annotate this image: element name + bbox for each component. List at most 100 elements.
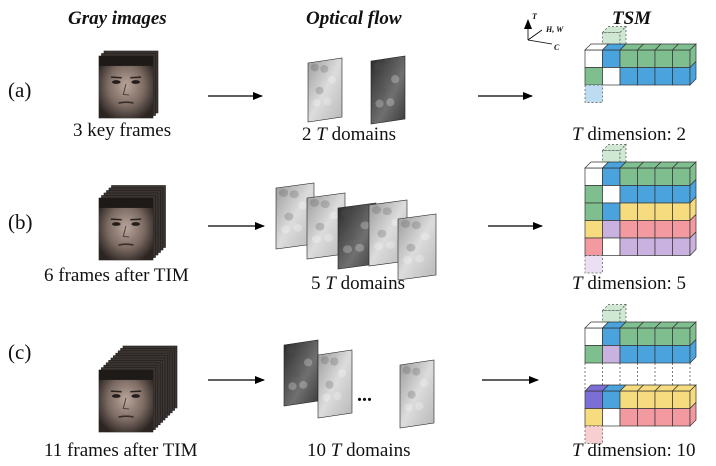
frames-caption-a: 3 key frames <box>73 120 172 141</box>
row-label-a: (a) <box>8 78 32 102</box>
tsm-caption-b: T dimension: 5 <box>572 273 686 295</box>
tsm-cell-a1-4 <box>654 67 673 86</box>
tsm-cell-b1-4 <box>654 185 673 204</box>
axis-c-label: C <box>554 43 560 52</box>
axis-hw-label: H, W <box>546 25 564 34</box>
tsm-cell-b3-1 <box>602 220 621 239</box>
tsm-cell-b3-4 <box>654 220 673 239</box>
tsm-cell-a0-0 <box>584 43 610 68</box>
domains-count-c: 10 <box>307 440 326 461</box>
tsm-cell-c3-4 <box>654 408 673 427</box>
tsm-cell-c3-3 <box>637 408 656 427</box>
tsm-cell-b1-1 <box>602 185 621 204</box>
optical-flow-panels <box>275 55 437 429</box>
tsm-blocks <box>584 25 697 444</box>
tsm-cell-c3-1 <box>602 408 621 427</box>
tsm-cell-c1-4 <box>654 345 673 364</box>
tsm-cell-c0-2 <box>619 321 645 346</box>
tsm-cell-b2-1 <box>602 202 621 221</box>
tsm-cell-c3-0 <box>584 408 603 427</box>
t-symbol-a1: T <box>316 124 327 145</box>
tsm-caption-a: T dimension: 2 <box>572 124 686 146</box>
tsm-cell-b2-5 <box>672 196 697 222</box>
tsm-cell-b1-0 <box>584 185 603 204</box>
tsm-cell-b4-0 <box>584 237 603 256</box>
tsm-cell-b4-4 <box>654 237 673 256</box>
face-frame-a-0 <box>98 55 154 119</box>
tsm-cell-c3-2 <box>619 408 638 427</box>
tsm-cell-b2-0 <box>584 202 603 221</box>
domains-caption-a: 2 T domains <box>302 124 396 146</box>
tsm-dimension-c: dimension: 10 <box>587 440 696 461</box>
tsm-cell-a0-1 <box>601 43 627 68</box>
tsm-cell-b1-2 <box>619 185 638 204</box>
face-frame-c-0 <box>98 369 154 433</box>
tsm-cell-b3-2 <box>619 220 638 239</box>
flow-panel-b4 <box>368 199 408 267</box>
row-label-c: (c) <box>8 340 32 364</box>
tsm-ghost-bottom-c <box>584 425 603 444</box>
flow-panel-a2 <box>370 55 406 125</box>
tsm-cell-b0-3 <box>636 161 662 186</box>
flow-panel-c1 <box>283 339 319 407</box>
t-symbol-c1: T <box>330 440 342 461</box>
tsm-cell-a1-3 <box>637 67 656 86</box>
t-symbol-a2: T <box>572 124 583 145</box>
header-gray-images: Gray images <box>68 8 167 29</box>
flow-panel-c2 <box>317 349 353 419</box>
tsm-cell-b0-4 <box>654 161 680 186</box>
tsm-cell-b1-5 <box>672 178 697 204</box>
ellipsis: ... <box>357 384 372 406</box>
tsm-cell-b4-1 <box>602 237 621 256</box>
flow-panel-b5 <box>397 213 437 281</box>
tsm-cell-b2-4 <box>654 202 673 221</box>
tsm-cell-b4-3 <box>637 237 656 256</box>
tsm-cell-c1-3 <box>637 345 656 364</box>
tsm-cell-b3-3 <box>637 220 656 239</box>
tsm-cell-c1-5 <box>672 338 697 364</box>
face-frame-b-0 <box>98 197 154 261</box>
tsm-cell-b4-2 <box>619 237 638 256</box>
domains-word-c: domains <box>346 440 411 461</box>
tsm-cell-b4-5 <box>672 231 697 257</box>
tsm-cell-b1-3 <box>637 185 656 204</box>
tsm-cell-c1-0 <box>584 345 603 364</box>
tsm-dimension-a: dimension: 2 <box>587 124 687 145</box>
tsm-cell-a1-0 <box>584 67 603 86</box>
header-optical-flow: Optical flow <box>306 8 402 29</box>
domains-caption-b: 5 T domains <box>311 273 405 295</box>
flow-panel-a1 <box>307 57 343 123</box>
gray-image-stacks <box>98 50 178 433</box>
tsm-cell-a1-2 <box>619 67 638 86</box>
tsm-dimension-b: dimension: 5 <box>587 273 687 294</box>
t-symbol-b2: T <box>572 273 583 294</box>
tsm-cell-a0-5 <box>671 43 697 69</box>
tsm-cell-c1-1 <box>602 345 621 364</box>
tsm-cell-b2-3 <box>637 202 656 221</box>
flow-panel-b1 <box>275 182 315 250</box>
header-tsm: TSM <box>612 8 652 29</box>
tsm-cell-b0-0 <box>584 161 610 186</box>
tsm-cell-c2-1 <box>601 384 627 409</box>
tsm-ghost-bottom-b <box>584 255 603 274</box>
axis-t-label: T <box>532 12 537 21</box>
flow-panel-b2 <box>306 192 346 260</box>
tsm-cell-a1-1 <box>602 67 621 86</box>
tsm-cell-c0-1 <box>601 321 627 346</box>
flow-panel-b3 <box>337 202 377 270</box>
tsm-cell-a1-5 <box>672 60 697 86</box>
domains-count-a: 2 <box>302 124 312 145</box>
tsm-cell-b2-2 <box>619 202 638 221</box>
domains-word-b: domains <box>340 273 405 294</box>
tsm-cell-c1-2 <box>619 345 638 364</box>
frames-caption-b: 6 frames after TIM <box>44 265 189 286</box>
row-label-b: (b) <box>8 210 33 234</box>
flow-panel-c3 <box>399 359 435 429</box>
tsm-cell-c2-5 <box>671 384 697 410</box>
tsm-cell-c0-5 <box>671 321 697 347</box>
arrows <box>208 92 543 384</box>
domains-count-b: 5 <box>311 273 321 294</box>
domains-caption-c: 10 T domains <box>307 440 410 462</box>
axes-icon <box>524 19 553 45</box>
